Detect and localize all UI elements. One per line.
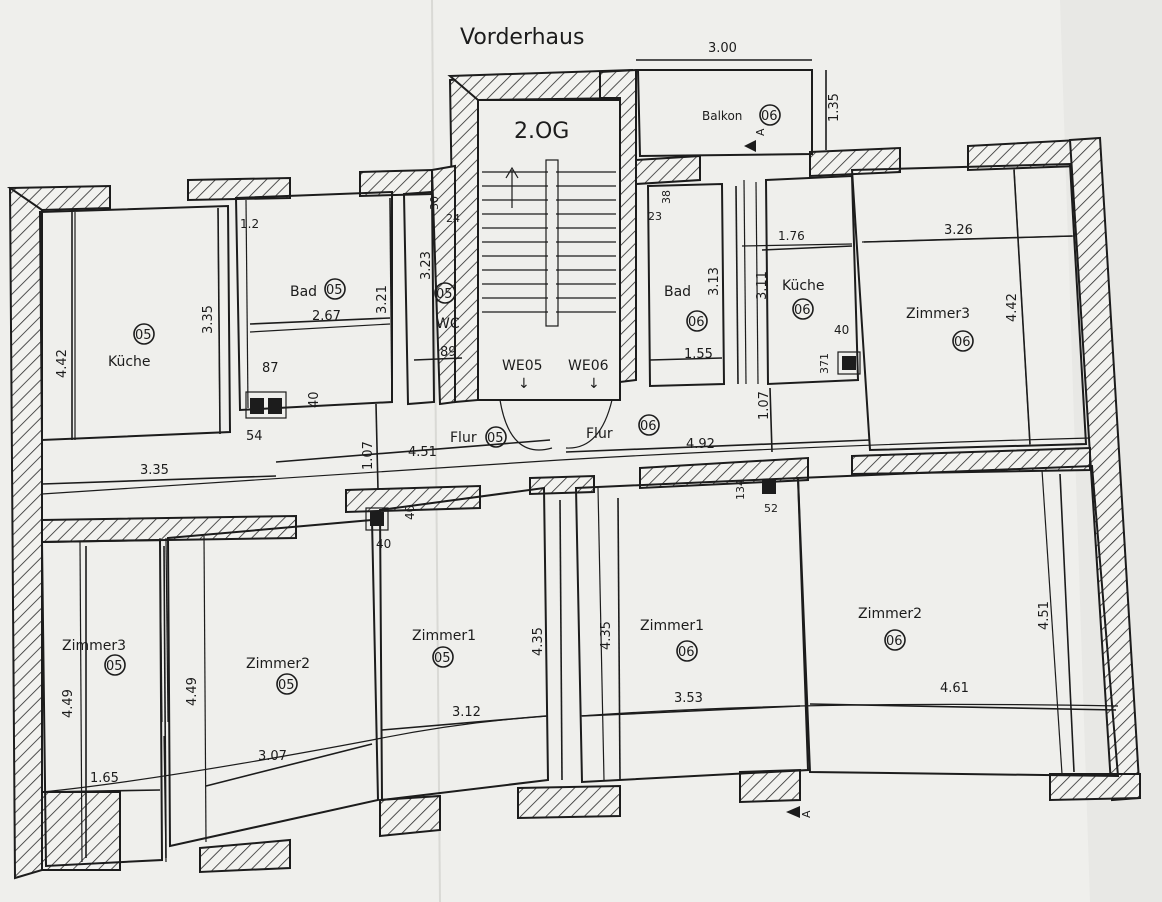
room-unit-zimmer3-06: 06: [954, 335, 971, 350]
room-unit-zimmer2-05: 05: [278, 678, 295, 693]
room-name-zimmer2-06: Zimmer2: [858, 606, 922, 622]
dim-label: 1.2: [240, 217, 259, 231]
room-unit-zimmer1-06: 06: [678, 645, 695, 660]
dim-label: 3.23: [419, 251, 434, 280]
dim-label: 87: [262, 361, 279, 376]
dim-label: 3.00: [708, 41, 737, 56]
dim-label: 40: [307, 391, 322, 408]
dim-label: 371: [818, 353, 831, 374]
room-unit-bad-05: 05: [326, 283, 343, 298]
dimension-lines: [41, 59, 1117, 859]
outer-walls: [6, 68, 1142, 880]
room-name-flur-06: Flur: [586, 426, 613, 442]
unit-label-we06: WE06: [568, 358, 609, 374]
room-name-zimmer3-05: Zimmer3: [62, 638, 126, 654]
section-marker-bottom: A: [786, 806, 813, 818]
dim-label: 24: [446, 212, 460, 225]
dim-label: 3.35: [140, 463, 169, 478]
dim-label: 38: [660, 190, 673, 204]
dimension-labels: 3.00 1.35 4.42 3.35 3.35 87 54 40 2.67 3…: [55, 41, 1052, 786]
arrow-down-icon: ↓: [518, 376, 530, 392]
dim-label: 4.42: [55, 349, 70, 378]
dim-label: 52: [764, 502, 778, 515]
dim-label: 1.65: [90, 771, 119, 786]
dim-label: 1.07: [757, 391, 772, 420]
unit-label-we05: WE05: [502, 358, 543, 374]
page-title: Vorderhaus: [460, 25, 584, 50]
room-name-bad-05: Bad: [290, 284, 317, 300]
dim-label: 134: [734, 479, 747, 500]
dim-label: 4.49: [61, 689, 76, 718]
dim-label: 4.49: [185, 677, 200, 706]
room-name-balkon-06: Balkon: [702, 109, 742, 123]
dim-label: 1.35: [827, 93, 842, 122]
section-marker-label: A: [800, 810, 813, 818]
room-unit-flur-05: 05: [487, 431, 504, 446]
room-unit-kueche-06: 06: [794, 303, 811, 318]
room-unit-wc-05: 05: [436, 287, 453, 302]
staircase: [482, 159, 616, 327]
dim-label: 40: [403, 505, 417, 520]
dim-label: 40: [376, 537, 391, 551]
room-name-zimmer2-05: Zimmer2: [246, 656, 310, 672]
section-marker-label: A: [754, 128, 767, 136]
room-name-kueche-05: Küche: [108, 354, 151, 370]
room-name-wc-05: WC: [436, 316, 460, 332]
dim-label: 1.76: [778, 229, 805, 243]
room-unit-balkon-06: 06: [761, 109, 778, 124]
dim-label: 23: [648, 210, 662, 223]
room-name-zimmer1-06: Zimmer1: [640, 618, 704, 634]
room-unit-zimmer1-05: 05: [434, 651, 451, 666]
room-name-flur-05: Flur: [450, 430, 477, 446]
dim-label: 40: [834, 323, 849, 337]
room-unit-kueche-05: 05: [135, 328, 152, 343]
dim-label: 4.51: [408, 445, 437, 460]
room-unit-flur-06: 06: [640, 419, 657, 434]
dim-label: 4.35: [531, 627, 546, 656]
dim-label: 2.67: [312, 309, 341, 324]
dim-label: 30: [428, 196, 441, 210]
room-unit-zimmer3-05: 05: [106, 659, 123, 674]
room-name-bad-06: Bad: [664, 284, 691, 300]
room-name-kueche-06: Küche: [782, 278, 825, 294]
dim-label: 3.26: [944, 223, 973, 238]
dim-label: 3.35: [201, 305, 216, 334]
dim-label: 3.12: [452, 705, 481, 720]
dim-label: 4.35: [599, 621, 614, 650]
dim-label: 89: [440, 345, 457, 360]
dim-label: 4.92: [686, 437, 715, 452]
floor-label: 2.OG: [514, 119, 569, 144]
room-name-zimmer3-06: Zimmer3: [906, 306, 970, 322]
dim-label: 3.53: [674, 691, 703, 706]
section-marker-top: A: [744, 128, 767, 152]
room-unit-bad-06: 06: [688, 315, 705, 330]
dim-label: 3.11: [755, 271, 770, 300]
arrow-down-icon: ↓: [588, 376, 600, 392]
dim-label: 3.07: [258, 749, 287, 764]
dim-label: 54: [246, 429, 263, 444]
room-outlines: [38, 69, 1120, 868]
room-name-zimmer1-05: Zimmer1: [412, 628, 476, 644]
dim-label: 3.13: [707, 267, 722, 296]
dim-label: 1.55: [684, 347, 713, 362]
room-unit-zimmer2-06: 06: [886, 634, 903, 649]
dim-label: 3.21: [375, 285, 390, 314]
dim-label: 1.07: [361, 441, 376, 470]
dim-label: 4.61: [940, 681, 969, 696]
dim-label: 4.51: [1037, 601, 1052, 630]
dim-label: 4.42: [1005, 293, 1020, 322]
